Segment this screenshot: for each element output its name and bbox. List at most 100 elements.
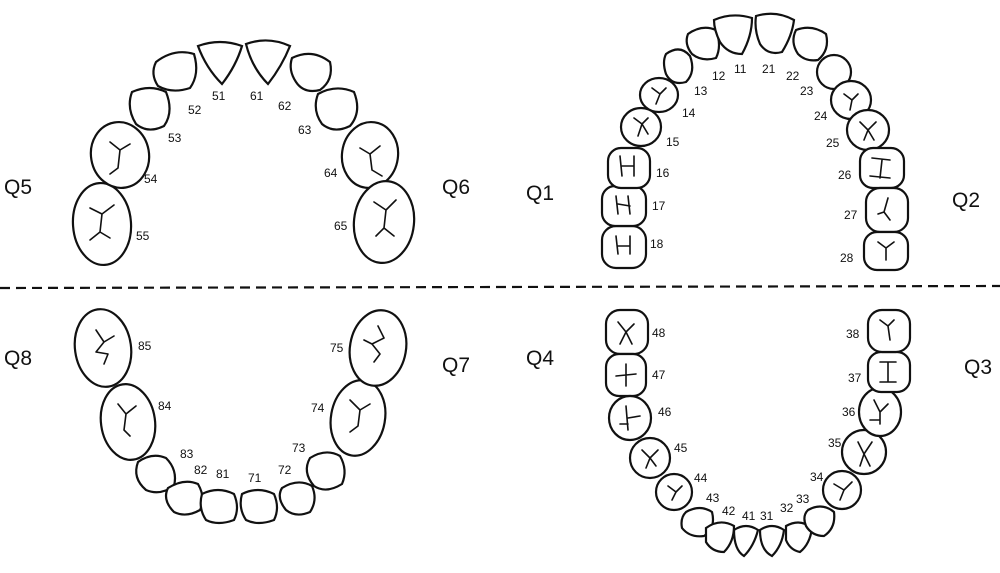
tooth-label-85: 85 — [138, 339, 152, 353]
tooth-label-12: 12 — [712, 69, 726, 83]
primary-upper-labels: 55 54 53 52 51 61 62 63 64 65 — [136, 89, 348, 243]
tooth-35-fissure — [857, 441, 873, 467]
tooth-label-74: 74 — [311, 401, 325, 415]
tooth-label-11: 11 — [734, 62, 747, 76]
tooth-label-45: 45 — [674, 441, 688, 455]
tooth-41[interactable] — [732, 524, 760, 558]
tooth-label-54: 54 — [144, 172, 158, 186]
tooth-62[interactable] — [289, 52, 332, 93]
tooth-label-24: 24 — [814, 109, 828, 123]
tooth-54-fissure — [109, 141, 131, 175]
quadrant-label-q6: Q6 — [442, 176, 470, 199]
tooth-84[interactable] — [96, 381, 160, 464]
tooth-label-21: 21 — [762, 62, 776, 76]
tooth-24-fissure — [843, 93, 859, 111]
tooth-34-fissure — [833, 481, 853, 501]
tooth-label-14: 14 — [682, 106, 696, 120]
tooth-53[interactable] — [128, 86, 171, 131]
tooth-17[interactable] — [600, 184, 648, 228]
tooth-84-fissure — [117, 403, 137, 437]
permanent-lower-labels: 48 47 46 45 44 43 42 41 31 32 33 34 35 3… — [652, 326, 862, 523]
tooth-35[interactable] — [840, 428, 888, 476]
tooth-label-23: 23 — [800, 84, 814, 98]
tooth-73[interactable] — [305, 451, 346, 491]
tooth-82[interactable] — [164, 480, 204, 516]
tooth-55[interactable] — [70, 181, 134, 267]
tooth-label-84: 84 — [158, 399, 172, 413]
tooth-label-63: 63 — [298, 123, 312, 137]
tooth-85[interactable] — [70, 305, 136, 390]
tooth-51[interactable] — [196, 40, 244, 86]
tooth-72[interactable] — [278, 481, 316, 516]
tooth-18[interactable] — [600, 224, 648, 270]
tooth-37[interactable] — [866, 350, 912, 394]
tooth-label-33: 33 — [796, 492, 810, 506]
tooth-label-61: 61 — [250, 89, 264, 103]
tooth-label-71: 71 — [248, 471, 262, 485]
permanent-upper-arch — [600, 12, 910, 272]
tooth-52[interactable] — [152, 51, 198, 92]
tooth-label-64: 64 — [324, 166, 338, 180]
tooth-14-fissure — [651, 87, 667, 105]
tooth-36-fissure — [869, 399, 889, 425]
arch-divider-line — [0, 284, 1000, 290]
tooth-25-fissure — [859, 121, 877, 141]
tooth-32[interactable] — [784, 521, 814, 554]
tooth-label-42: 42 — [722, 504, 736, 518]
tooth-label-75: 75 — [330, 341, 344, 355]
tooth-33[interactable] — [803, 505, 836, 538]
tooth-42[interactable] — [704, 521, 736, 554]
tooth-74[interactable] — [325, 376, 391, 460]
quadrant-label-q7: Q7 — [442, 354, 470, 377]
tooth-63[interactable] — [314, 87, 359, 131]
tooth-label-26: 26 — [838, 168, 852, 182]
tooth-label-48: 48 — [652, 326, 666, 340]
tooth-label-38: 38 — [846, 327, 860, 341]
tooth-31[interactable] — [758, 524, 786, 558]
tooth-34[interactable] — [821, 469, 863, 511]
tooth-46-fissure — [619, 405, 641, 431]
tooth-45-fissure — [641, 449, 659, 469]
tooth-label-25: 25 — [826, 136, 840, 150]
permanent-upper-labels: 18 17 16 15 14 13 12 11 21 22 23 24 25 2… — [650, 62, 858, 265]
tooth-label-43: 43 — [706, 491, 720, 505]
tooth-26[interactable] — [858, 146, 906, 190]
tooth-12[interactable] — [685, 26, 721, 61]
tooth-label-82: 82 — [194, 463, 208, 477]
quadrant-label-q8: Q8 — [4, 347, 32, 370]
tooth-55-fissure — [89, 204, 115, 241]
tooth-label-51: 51 — [212, 89, 226, 103]
tooth-label-52: 52 — [188, 103, 202, 117]
tooth-18-fissure — [615, 235, 631, 255]
tooth-label-16: 16 — [656, 166, 670, 180]
tooth-75[interactable] — [344, 306, 412, 391]
tooth-label-73: 73 — [292, 441, 306, 455]
tooth-27[interactable] — [864, 186, 910, 234]
tooth-65-fissure — [373, 199, 397, 237]
tooth-44[interactable] — [654, 472, 694, 512]
tooth-17-fissure — [615, 195, 631, 215]
tooth-13[interactable] — [662, 48, 694, 85]
tooth-26-fissure — [869, 157, 891, 179]
quadrant-label-q4: Q4 — [526, 347, 554, 370]
tooth-label-34: 34 — [810, 470, 824, 484]
tooth-21[interactable] — [754, 12, 796, 55]
tooth-11[interactable] — [712, 14, 754, 56]
tooth-71[interactable] — [239, 488, 279, 525]
tooth-label-46: 46 — [658, 405, 672, 419]
tooth-81[interactable] — [199, 488, 239, 525]
tooth-label-27: 27 — [844, 208, 858, 222]
primary-upper-arch — [70, 39, 416, 267]
permanent-lower-arch — [604, 308, 912, 558]
quadrant-label-q1: Q1 — [526, 182, 554, 205]
tooth-22[interactable] — [792, 26, 829, 62]
tooth-label-22: 22 — [786, 69, 800, 83]
tooth-38-fissure — [879, 319, 895, 341]
tooth-61[interactable] — [244, 39, 292, 86]
tooth-64-fissure — [359, 145, 383, 177]
tooth-label-83: 83 — [180, 447, 194, 461]
tooth-16[interactable] — [606, 146, 652, 190]
tooth-label-53: 53 — [168, 131, 182, 145]
tooth-label-81: 81 — [216, 467, 230, 481]
